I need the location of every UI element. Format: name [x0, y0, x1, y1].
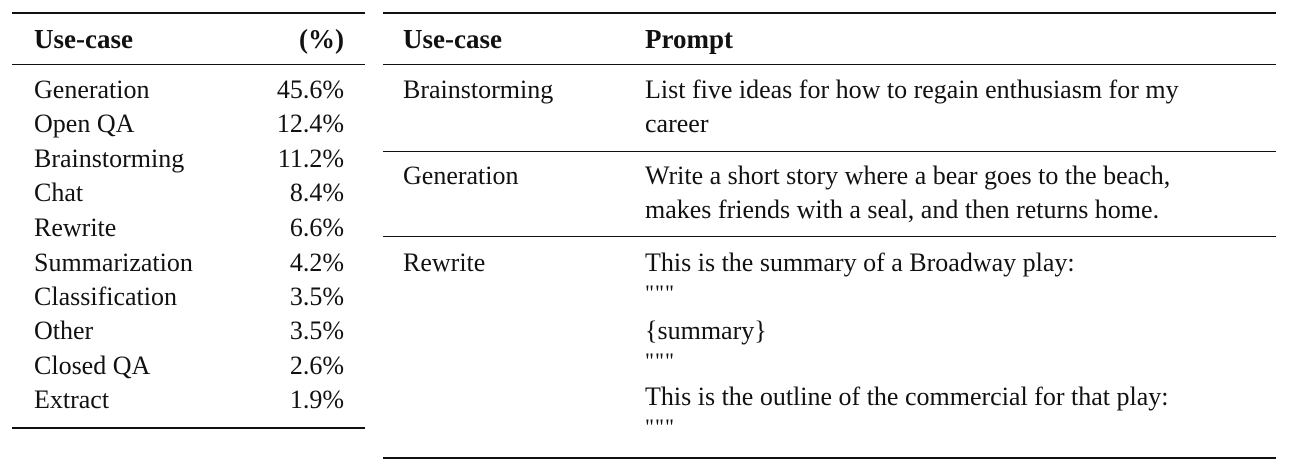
header-usecase: Use-case: [403, 24, 502, 54]
header-rule: [383, 64, 1276, 65]
usecase-label: Closed QA: [34, 351, 151, 380]
usecase-label: Chat: [34, 178, 84, 207]
usecase-label: Generation: [403, 161, 519, 190]
usecase-label: Rewrite: [403, 248, 486, 277]
usecase-label: Generation: [34, 75, 150, 104]
usecase-label: Brainstorming: [403, 75, 554, 104]
percent-value: 4.2%: [289, 248, 344, 277]
percent-value: 12.4%: [276, 109, 344, 138]
prompt-line: """: [645, 414, 675, 439]
prompt-line: """: [645, 348, 675, 373]
prompt-line: career: [645, 109, 709, 138]
top-rule: [383, 12, 1276, 14]
usecase-label: Classification: [34, 282, 177, 311]
percent-value: 8.4%: [289, 178, 344, 207]
prompt-line: """: [645, 280, 675, 305]
prompt-line: makes friends with a seal, and then retu…: [645, 195, 1160, 224]
percent-value: 6.6%: [289, 213, 344, 242]
prompt-line: This is the summary of a Broadway play:: [645, 248, 1075, 277]
usecase-label: Summarization: [34, 248, 193, 277]
percent-value: 1.9%: [289, 385, 344, 414]
usecase-label: Rewrite: [34, 213, 117, 242]
prompt-line: Write a short story where a bear goes to…: [645, 161, 1171, 190]
usecase-label: Brainstorming: [34, 144, 185, 173]
top-rule: [12, 12, 365, 14]
percent-value: 3.5%: [289, 282, 344, 311]
usecase-label: Open QA: [34, 109, 135, 138]
percent-value: 45.6%: [276, 75, 344, 104]
bottom-rule: [12, 427, 365, 429]
header-rule: [12, 64, 365, 65]
usecase-label: Other: [34, 316, 94, 345]
prompt-line: {summary}: [645, 316, 767, 345]
usecase-label: Extract: [34, 385, 110, 414]
header-usecase: Use-case: [34, 24, 133, 54]
percent-value: 2.6%: [289, 351, 344, 380]
header-percent: (%): [299, 24, 344, 54]
prompt-line: This is the outline of the commercial fo…: [645, 382, 1169, 411]
percent-value: 11.2%: [277, 144, 344, 173]
row-rule: [383, 236, 1276, 237]
header-prompt: Prompt: [645, 24, 733, 54]
row-rule: [383, 151, 1276, 152]
bottom-rule: [383, 457, 1276, 459]
prompt-line: List five ideas for how to regain enthus…: [645, 75, 1179, 104]
percent-value: 3.5%: [289, 316, 344, 345]
